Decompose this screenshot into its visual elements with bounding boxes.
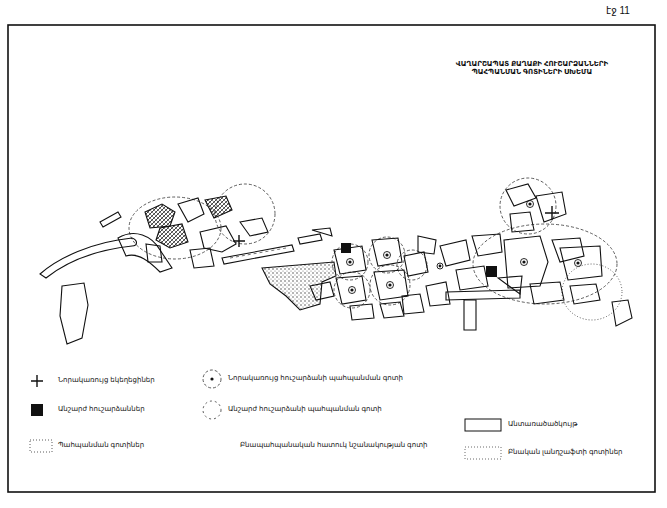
legend-samples <box>30 370 501 459</box>
map-title: ՎԱՂԱՐՇԱՊԱՏ ՔԱՂԱՔԻ ՀՈՒՇԱՐՁԱՆՆԵՐԻ ՊԱՀՊԱՆՄԱ… <box>432 60 632 77</box>
map-frame <box>8 25 655 492</box>
legend-text: Անտառածածկույթ <box>508 420 577 428</box>
legend-text: Նորակառույց եկեղեցիներ <box>58 376 155 384</box>
legend-text: Բնապահպանական հատուկ նշանակության գոտի <box>240 441 427 449</box>
legend-text: Բնական լանդշաֆտի գոտիներ <box>508 448 623 456</box>
legend-text: Անշարժ հուշարձանի պահպանման գոտի <box>228 405 382 413</box>
legend-text: Անշարժ հուշարձաններ <box>58 405 145 413</box>
map-shapes <box>40 178 632 344</box>
page-number: էջ 11 <box>606 5 630 17</box>
legend-text: Պահպանման գոտիներ <box>58 441 144 449</box>
legend-text: Նորակառույց հուշարձանի պահպանման գոտի <box>228 374 403 382</box>
